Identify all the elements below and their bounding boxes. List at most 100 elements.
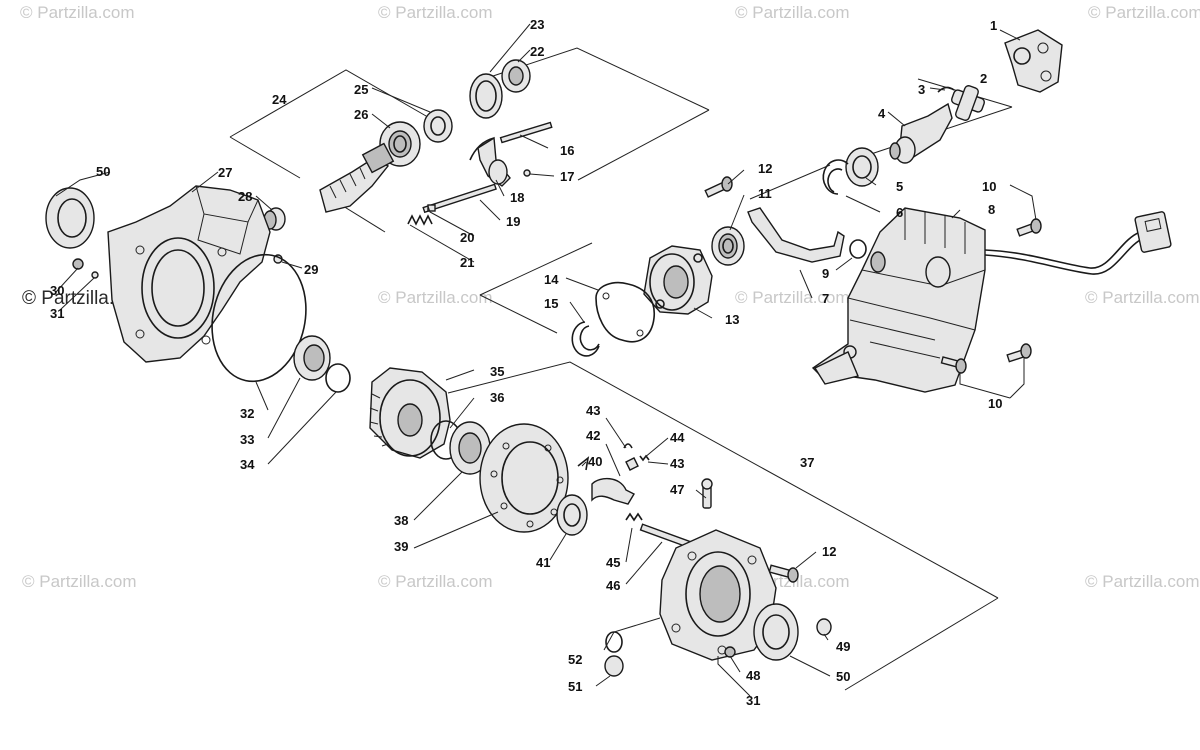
callout-label: 12 [758,161,772,176]
watermark: © Partzilla.com [378,3,493,22]
callout-label: 27 [218,165,232,180]
callout-label: 42 [586,428,600,443]
callout-label: 13 [725,312,739,327]
snap-ring-part [571,321,600,357]
callout-label: 12 [822,544,836,559]
callout-label: 44 [670,430,685,445]
callout-label: 29 [304,262,318,277]
callout-label: 3 [918,82,925,97]
seal-part [845,147,879,187]
watermark: © Partzilla.com [1088,3,1200,22]
drain-plug-part [604,618,832,677]
ring-gear-part [369,367,451,459]
callout-label: 52 [568,652,582,667]
callout-label: 24 [272,92,287,107]
callout-label: 49 [836,639,850,654]
watermark: © Partzilla.com [20,3,135,22]
watermark: © Partzilla.com [735,288,850,307]
bracket-13 [479,242,593,296]
watermark: © Partzilla.com [1085,572,1200,591]
callout-label: 39 [394,539,408,554]
pinion-gear-part [319,142,395,213]
callout-label: 48 [746,668,760,683]
differential-bearing-part [293,335,351,393]
housing-cover-part [643,245,713,315]
large-o-ring-part [211,253,307,383]
bearing-race-part [469,59,531,119]
callout-label: 45 [606,555,620,570]
callout-label: 36 [490,390,504,405]
callout-label: 22 [530,44,544,59]
callout-label: 14 [544,272,559,287]
universal-joint-part [937,85,986,121]
callout-label: 21 [460,255,474,270]
callout-label: 20 [460,230,474,245]
main-housing-part [107,185,271,363]
watermark: © Partzilla.com [378,288,493,307]
right-cover-part [659,529,777,661]
bolt-part [1016,218,1042,237]
callout-label: 9 [822,266,829,281]
flange-yoke-part [1004,29,1063,93]
yoke-shaft-part [889,102,953,164]
bracket-37 [447,361,999,599]
callout-label: 16 [560,143,574,158]
callout-label: 19 [506,214,520,229]
screw-part [72,258,99,279]
bolt-part [768,564,799,583]
callout-label: 35 [490,364,504,379]
shift-bracket-part [747,207,845,263]
watermark: © Partzilla.com [735,3,850,22]
callout-label: 50 [96,164,110,179]
callout-label: 5 [896,179,903,194]
callout-label: 50 [836,669,850,684]
leader-lines [55,23,1037,697]
callout-labels: 1 2 3 4 5 6 7 8 9 10 10 11 12 12 13 14 1… [50,17,1002,708]
callout-label: 51 [568,679,582,694]
callout-label: 43 [670,456,684,471]
axle-seal-part [45,187,95,249]
callout-label: 47 [670,482,684,497]
callout-label: 17 [560,169,574,184]
callout-label: 6 [896,205,903,220]
shift-actuator-part [811,207,1172,393]
bolt-part [704,176,733,198]
o-ring-part [849,239,867,259]
callout-label: 32 [240,406,254,421]
bolt-part [940,343,1032,374]
callout-label: 33 [240,432,254,447]
locking-collar-part [479,423,569,533]
watermark: © Partzilla.com [22,572,137,591]
callout-label: 18 [510,190,524,205]
lock-fork-part [577,443,650,505]
gasket-part [595,281,655,343]
callout-label: 30 [50,283,64,298]
callout-label: 10 [988,396,1002,411]
callout-label: 8 [988,202,995,217]
callout-label: 4 [878,106,886,121]
callout-label: 28 [238,189,252,204]
bearing-part [711,226,745,266]
watermark: © Partzilla.com [378,572,493,591]
callout-label: 1 [990,18,997,33]
watermark: © Partzilla.com [1085,288,1200,307]
axle-seal-part [753,603,799,661]
callout-label: 23 [530,17,544,32]
callout-label: 10 [982,179,996,194]
callout-label: 25 [354,82,368,97]
callout-label: 38 [394,513,408,528]
callout-label: 40 [588,454,602,469]
callout-label: 46 [606,578,620,593]
snap-ring-part [822,159,849,195]
callout-label: 26 [354,107,368,122]
callout-label: 15 [544,296,558,311]
spring-part [407,204,436,226]
callout-label: 41 [536,555,550,570]
watermarks: © Partzilla.com © Partzilla.com © Partzi… [20,3,1200,591]
spring-pin-part [625,478,713,549]
callout-label: 34 [240,457,255,472]
callout-label: 7 [822,291,829,306]
callout-label: 43 [586,403,600,418]
